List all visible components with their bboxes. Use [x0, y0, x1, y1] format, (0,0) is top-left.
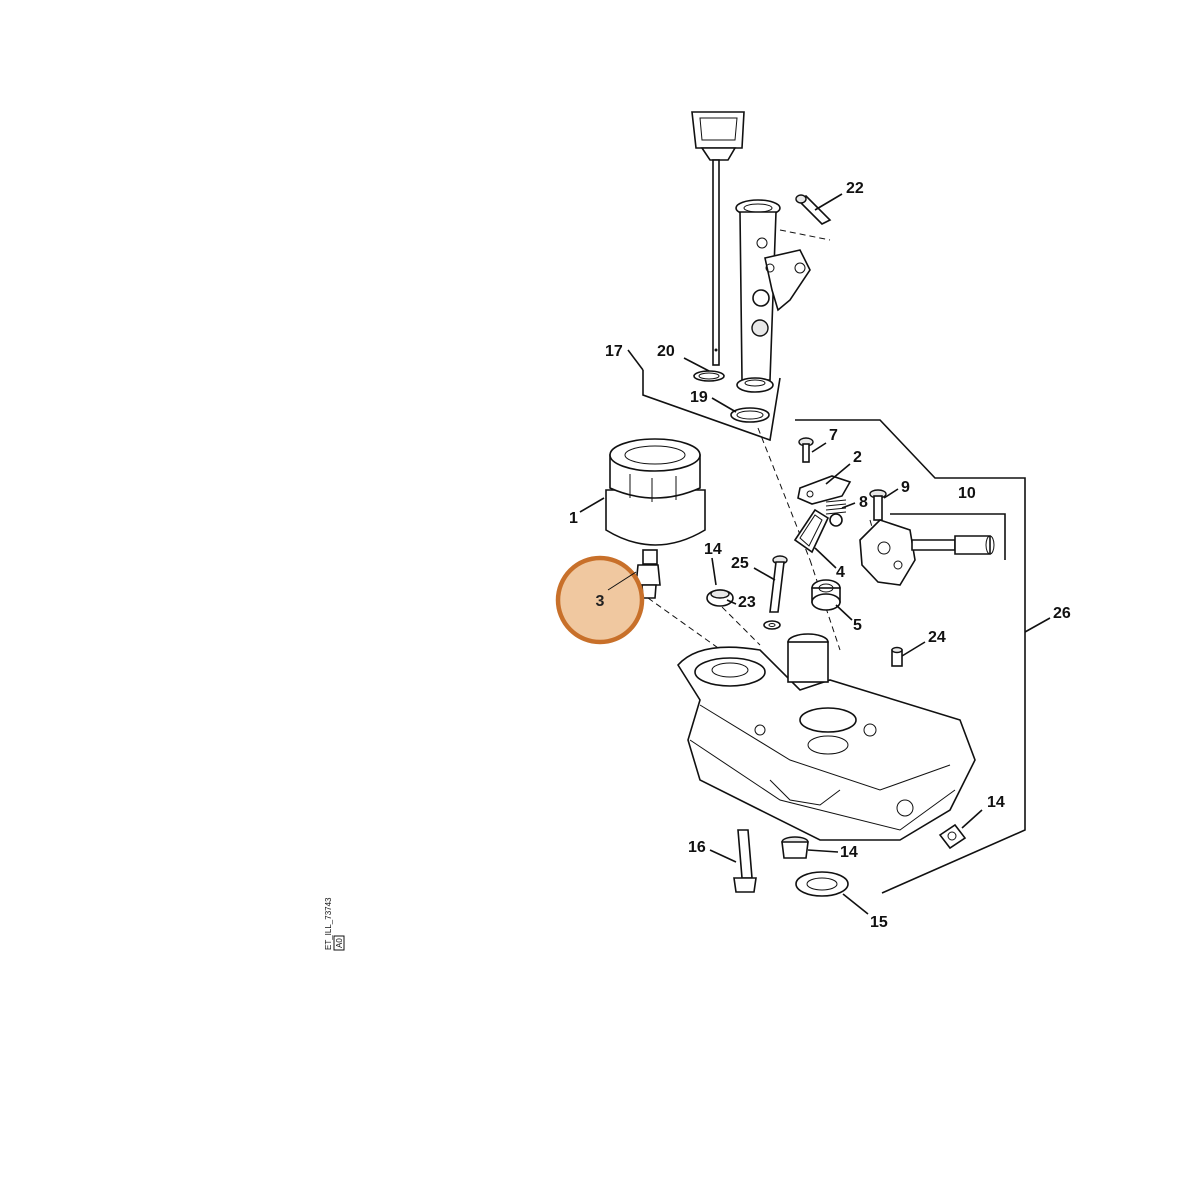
label-part-15: 15 [870, 914, 888, 931]
plug-part-14-right [938, 823, 967, 850]
label-part-26: 26 [1053, 605, 1071, 622]
bolt-part-22 [795, 194, 832, 225]
label-part-22: 22 [846, 180, 864, 197]
spring-part-8 [825, 499, 847, 527]
label-part-4: 4 [836, 564, 845, 581]
gasket-part-4 [793, 508, 830, 554]
part-labels: 1 2 4 5 7 8 9 10 14 14 14 15 16 17 19 20… [569, 180, 1071, 931]
cover-part-2 [797, 475, 852, 505]
highlight-marker-part-3: 3 [555, 555, 645, 645]
label-part-14-upper: 14 [704, 541, 722, 558]
label-part-7: 7 [829, 427, 838, 444]
label-part-17: 17 [605, 343, 623, 360]
pump-assembly-part-10 [859, 519, 995, 586]
seal-part-15 [795, 871, 849, 897]
plug-part-14-lower [781, 836, 809, 859]
leader-lines [579, 193, 1051, 915]
drawing-code: ET_ILL_73743 [324, 897, 333, 950]
plug-part-14-upper [706, 589, 734, 607]
o-ring-part-19 [730, 407, 770, 423]
label-part-20: 20 [657, 343, 675, 360]
label-part-16: 16 [688, 839, 706, 856]
label-part-24: 24 [928, 629, 946, 646]
label-part-2: 2 [853, 449, 862, 466]
label-part-14-lower: 14 [840, 844, 858, 861]
drawing-reference: ET_ILL_73743 A0 [324, 897, 345, 951]
crankcase-part-26 [677, 633, 976, 841]
screw-part-7 [798, 437, 814, 463]
label-part-5: 5 [853, 617, 862, 634]
label-part-10: 10 [958, 485, 976, 502]
bearing-part-5 [811, 579, 841, 611]
washer-part-23 [763, 620, 781, 630]
bolt-part-25 [769, 555, 788, 613]
oil-filter-part-1 [605, 438, 706, 565]
label-part-9: 9 [901, 479, 910, 496]
fitting-part-3 [635, 564, 661, 599]
filler-tube [735, 199, 811, 393]
label-part-8: 8 [859, 494, 868, 511]
group-bracket-17 [642, 370, 781, 442]
label-part-14-right: 14 [987, 794, 1005, 811]
drawing-version: A0 [335, 938, 344, 948]
dowel-pin-part-24 [891, 646, 903, 667]
group-bracket-26 [795, 419, 1026, 894]
label-part-23: 23 [738, 594, 756, 611]
o-ring-part-20 [693, 370, 725, 382]
label-part-1: 1 [569, 510, 578, 527]
bolt-part-9 [869, 489, 887, 521]
label-part-3: 3 [596, 593, 605, 610]
label-part-19: 19 [690, 389, 708, 406]
label-part-25: 25 [731, 555, 749, 572]
group-bracket-10 [890, 513, 1006, 560]
dipstick [691, 111, 745, 366]
bolt-part-16 [733, 829, 757, 893]
